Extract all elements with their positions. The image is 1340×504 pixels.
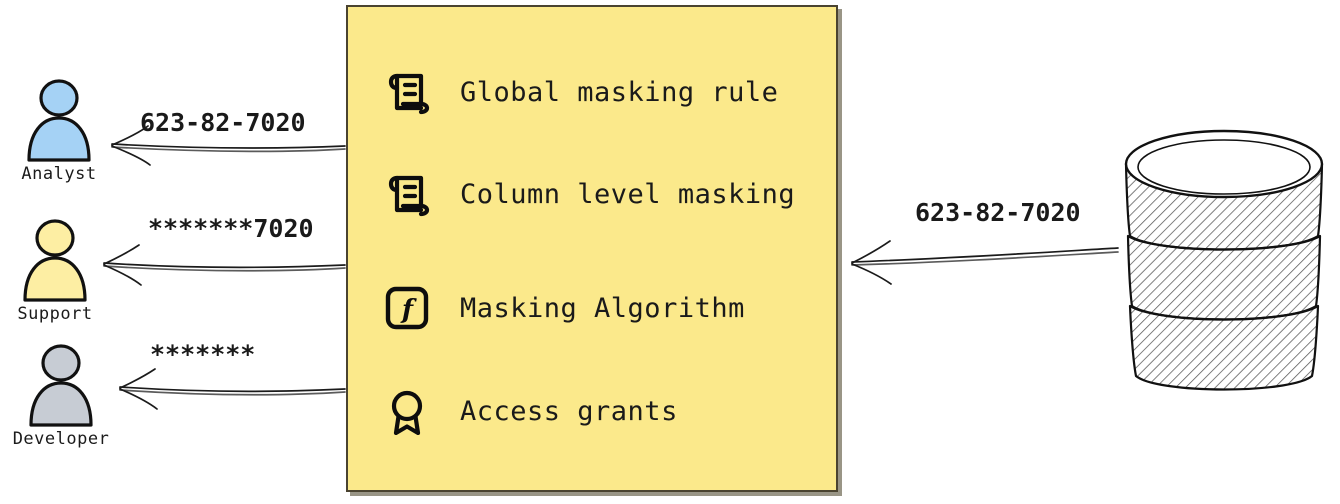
arrow-database-to-panel xyxy=(851,240,1119,285)
actor-support[interactable]: Support xyxy=(0,218,110,324)
actor-analyst[interactable]: Analyst xyxy=(4,78,114,184)
support-avatar xyxy=(16,218,94,302)
developer-label: Developer xyxy=(12,429,110,449)
developer-edge-label: ******* xyxy=(150,340,256,369)
masking-policy-panel: Global masking rule Column level masking xyxy=(346,5,838,492)
panel-row-global-masking-rule[interactable]: Global masking rule xyxy=(378,63,778,121)
support-edge-label: *******7020 xyxy=(148,214,314,243)
panel-row-label: Global masking rule xyxy=(460,76,779,108)
svg-text:f: f xyxy=(400,295,417,325)
panel-row-masking-algorithm[interactable]: f Masking Algorithm xyxy=(378,279,745,337)
scroll-icon xyxy=(378,165,436,223)
analyst-avatar xyxy=(20,78,98,162)
analyst-edge-label: 623-82-7020 xyxy=(140,108,306,137)
database-edge-label: 623-82-7020 xyxy=(915,198,1081,227)
arrow-to-developer xyxy=(119,368,346,410)
developer-avatar xyxy=(22,343,100,427)
panel-row-access-grants[interactable]: Access grants xyxy=(378,382,678,440)
scroll-icon xyxy=(378,63,436,121)
function-icon: f xyxy=(378,279,436,337)
analyst-label: Analyst xyxy=(21,164,97,184)
actor-developer[interactable]: Developer xyxy=(6,343,116,449)
panel-row-label: Column level masking xyxy=(460,178,796,210)
arrow-to-support xyxy=(103,244,346,286)
panel-row-label: Access grants xyxy=(460,395,678,427)
award-icon xyxy=(378,382,436,440)
panel-row-label: Masking Algorithm xyxy=(460,292,745,324)
panel-row-column-level-masking[interactable]: Column level masking xyxy=(378,165,795,223)
database-cylinder[interactable] xyxy=(1118,118,1330,408)
support-label: Support xyxy=(17,304,93,324)
